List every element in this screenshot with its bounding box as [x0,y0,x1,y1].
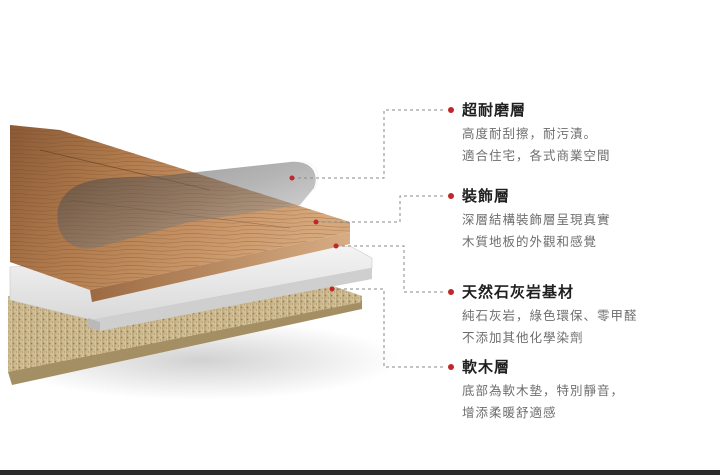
layer-desc-line: 深層結構裝飾層呈現真實 [462,212,611,227]
layer-title: 超耐磨層 [462,101,527,119]
bullet-icon [448,107,454,113]
leader-decor-layer [316,195,446,223]
layer-core: 天然石灰岩基材 純石灰岩，綠色環保、零甲醛 不添加其他化學染劑 [448,282,702,349]
layer-desc: 高度耐刮擦，耐污漬。 適合住宅，各式商業空間 [462,123,702,167]
dot-core-layer [333,243,339,249]
dot-wear-layer [289,175,295,181]
leader-wear-layer [292,109,446,179]
layer-desc-line: 底部為軟木墊，特別靜音， [462,383,625,398]
layer-cork: 軟木層 底部為軟木墊，特別靜音， 增添柔暖舒適感 [448,357,702,424]
layer-wear: 超耐磨層 高度耐刮擦，耐污漬。 適合住宅，各式商業空間 [448,100,702,167]
dot-decor-layer [313,219,319,225]
bullet-icon [448,289,454,295]
leader-core-layer [336,245,446,293]
layer-desc: 純石灰岩，綠色環保、零甲醛 不添加其他化學染劑 [462,305,702,349]
leader-dots [289,175,339,292]
layer-decor: 裝飾層 深層結構裝飾層呈現真實 木質地板的外觀和感覺 [448,186,702,253]
bullet-icon [448,364,454,370]
layer-desc: 深層結構裝飾層呈現真實 木質地板的外觀和感覺 [462,209,702,253]
layer-desc-line: 增添柔暖舒適感 [462,405,557,420]
leader-cork-layer [332,288,446,368]
layer-title: 裝飾層 [462,187,511,205]
layer-desc: 底部為軟木墊，特別靜音， 增添柔暖舒適感 [462,380,702,424]
layer-title: 軟木層 [462,358,511,376]
dot-cork-layer [329,286,335,292]
layer-desc-line: 高度耐刮擦，耐污漬。 [462,126,598,141]
leader-lines [292,109,446,368]
layer-desc-line: 木質地板的外觀和感覺 [462,234,598,249]
bottom-divider [0,470,720,475]
bullet-icon [448,193,454,199]
wear-layer-film [57,161,319,249]
layer-desc-line: 適合住宅，各式商業空間 [462,148,611,163]
layer-desc-line: 純石灰岩，綠色環保、零甲醛 [462,308,638,323]
layer-desc-line: 不添加其他化學染劑 [462,330,584,345]
layer-title: 天然石灰岩基材 [462,283,575,301]
